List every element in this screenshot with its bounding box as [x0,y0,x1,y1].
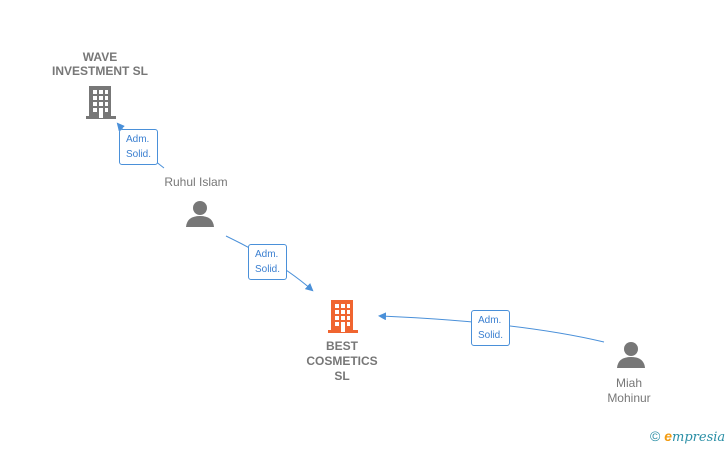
building-icon [86,86,116,119]
company-name-best: BEST COSMETICS SL [290,339,394,384]
company-name-line1: WAVE [82,50,118,64]
edge-label-ruhul-wave[interactable]: Adm. Solid. [119,129,159,165]
empresia-watermark: © empresia [650,428,725,445]
edge-label-miah-best[interactable]: Adm. Solid. [471,310,511,346]
copyright-symbol: © [650,428,661,444]
company-name-line3: SL [334,369,350,383]
edge-label-line1: Adm. [126,134,150,145]
person-icon [617,342,645,368]
person-name-line2: Mohinur [607,391,651,405]
edge-label-line1: Adm. [478,315,502,326]
company-name-line1: BEST [325,339,358,353]
edge-label-line2: Solid. [255,264,281,275]
company-name-wave: WAVE INVESTMENT SL [40,50,160,78]
person-name-ruhul: Ruhul Islam [164,175,228,189]
person-name-line1: Miah [615,376,642,390]
brand-logo-text: mpresia [672,430,726,445]
person-name-miah: Miah Mohinur [589,376,669,406]
edge-label-line1: Adm. [255,249,279,260]
edge-label-line2: Solid. [126,149,152,160]
edge-label-line2: Solid. [478,330,504,341]
building-icon-highlight [328,300,358,333]
edge-label-ruhul-best[interactable]: Adm. Solid. [248,244,288,280]
person-icon [186,201,214,227]
company-name-line2: COSMETICS [306,354,378,368]
company-name-line2: INVESTMENT SL [51,64,148,78]
brand-logo-e: e [664,428,673,444]
